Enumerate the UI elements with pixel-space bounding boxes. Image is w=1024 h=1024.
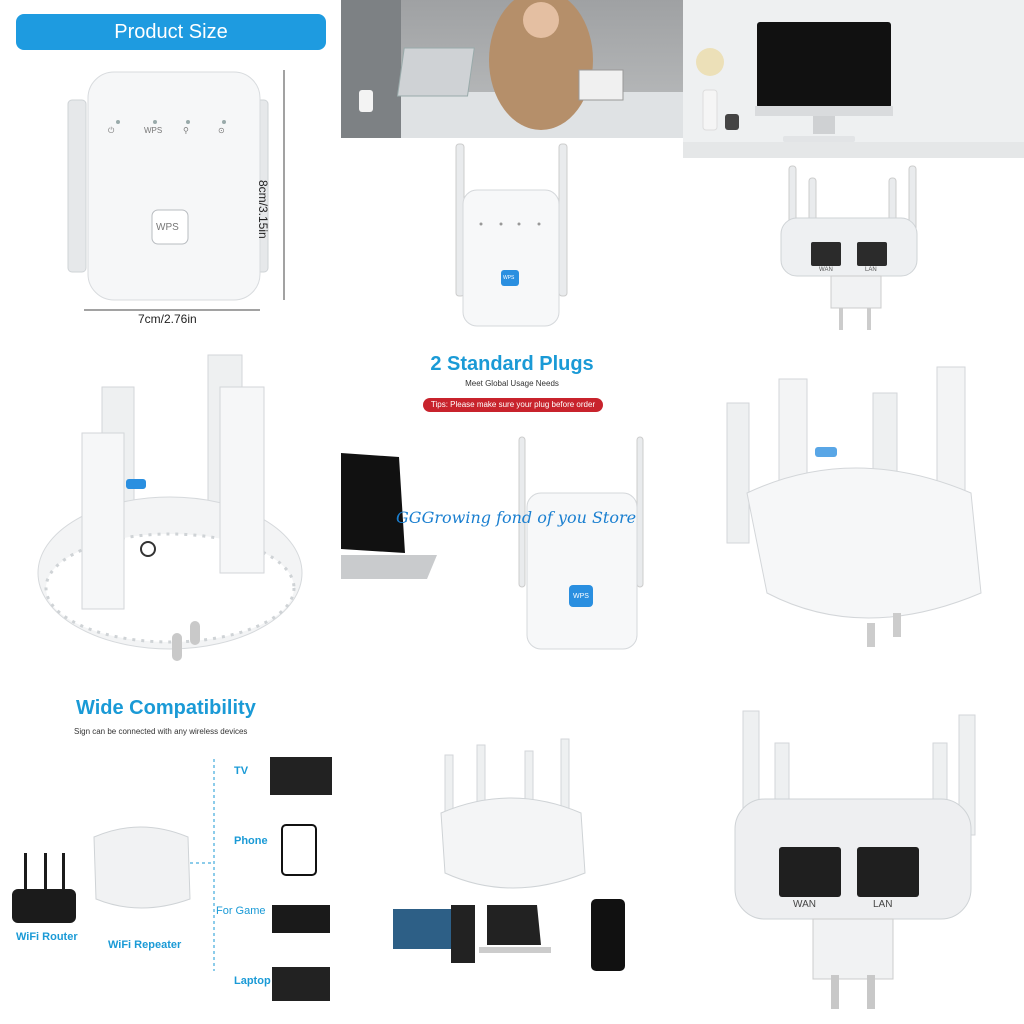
- standard-plugs-panel: 2 Standard Plugs Meet Global Usage Needs…: [341, 343, 683, 683]
- product-size-panel: Product Size ⏻ WPS ⚲ ⊙ WPS 7cm/2.76in 8c…: [0, 0, 340, 340]
- wide-compatibility-panel: Wide Compatibility Sign can be connected…: [0, 683, 341, 1024]
- device-phone-label: Phone: [234, 835, 268, 847]
- led-label-wps: WPS: [144, 126, 163, 135]
- compatibility-diagram: [12, 757, 332, 1001]
- lan-port-label: LAN: [873, 899, 893, 910]
- width-dimension-label: 7cm/2.76in: [138, 312, 197, 326]
- device-game-label: For Game: [216, 905, 266, 917]
- store-watermark: GGGrowing fond of you Store: [396, 508, 637, 527]
- plugs-subtitle: Meet Global Usage Needs: [465, 379, 559, 388]
- repeater-ports-view: WAN LAN: [683, 158, 1024, 343]
- wps-button-plugs: WPS: [573, 593, 589, 600]
- product-size-banner: Product Size: [16, 14, 326, 50]
- wifi-router-label: WiFi Router: [16, 931, 78, 943]
- wifi-repeater-label: WiFi Repeater: [108, 939, 182, 951]
- wps-button-small: WPS: [503, 275, 515, 281]
- ports-closeup: WAN LAN: [683, 683, 1024, 1024]
- repeater-angled-view: [683, 343, 1024, 683]
- wan-port-label-small: WAN: [819, 267, 833, 273]
- plugs-tip-badge: Tips: Please make sure your plug before …: [423, 398, 603, 412]
- led-label-power: ⏻: [108, 126, 115, 135]
- office-lifestyle-photo: [341, 0, 683, 138]
- wps-button-label: WPS: [156, 222, 179, 233]
- device-laptop-label: Laptop: [234, 975, 271, 987]
- wan-port-label: WAN: [793, 899, 816, 910]
- height-dimension-label: 8cm/3.15in: [256, 180, 270, 239]
- repeater-top-view: [0, 343, 341, 683]
- repeater-with-devices: [341, 683, 683, 1024]
- desk-monitor-photo: [683, 0, 1024, 158]
- led-label-signal: ⚲: [183, 126, 189, 135]
- compat-subtitle: Sign can be connected with any wireless …: [74, 727, 248, 736]
- laptop-and-repeater-illustration: [341, 436, 644, 650]
- repeater-front-illustration: [67, 70, 285, 311]
- compat-title: Wide Compatibility: [76, 697, 256, 719]
- device-tv-label: TV: [234, 765, 249, 777]
- repeater-front-view: WPS: [341, 138, 683, 343]
- lan-port-label-small: LAN: [865, 267, 877, 273]
- plugs-title: 2 Standard Plugs: [430, 353, 594, 375]
- led-label-link: ⊙: [218, 126, 225, 135]
